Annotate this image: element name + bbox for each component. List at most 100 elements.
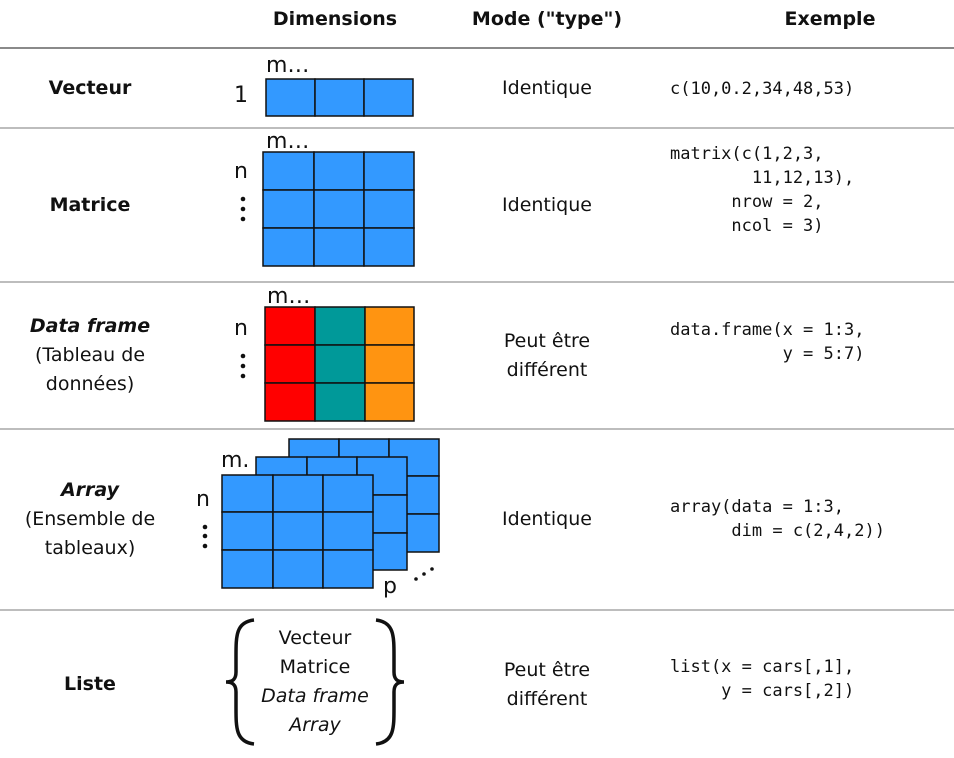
- type-subtitle: tableaux): [44, 537, 136, 559]
- row-separator-2: [0, 281, 954, 283]
- code-line: c(10,0.2,34,48,53): [670, 79, 855, 99]
- list-item: Array: [289, 714, 341, 736]
- matrix-cell: [313, 151, 365, 191]
- list-item: Vecteur: [278, 627, 352, 649]
- example-code: data.frame(x = 1:3, y = 5:7): [670, 318, 864, 366]
- cols-label: m.: [221, 448, 249, 473]
- array-cell: [221, 474, 274, 513]
- data-frame-cells: [264, 306, 415, 422]
- left-brace-icon: [225, 618, 255, 746]
- row-label: Array (Ensemble de tableaux): [0, 430, 180, 609]
- df-cell-col1: [264, 306, 316, 346]
- row-separator-3: [0, 428, 954, 430]
- code-line: dim = c(2,4,2)): [670, 521, 885, 541]
- matrix-cell: [363, 227, 415, 267]
- matrix-cell: [313, 189, 365, 229]
- vector-cells: [265, 78, 414, 117]
- array-diagram: m. n p: [196, 438, 440, 599]
- header-dimensions: Dimensions: [272, 8, 398, 30]
- mode-text: Peut être: [503, 658, 591, 681]
- code-line: y = cars[,2]): [670, 681, 855, 701]
- df-cell-col1: [264, 344, 316, 384]
- matrix-cell: [363, 189, 415, 229]
- matrix-cell: [262, 227, 315, 267]
- matrix-cell: [262, 151, 315, 191]
- matrix-cells: [262, 151, 415, 267]
- list-item: Data frame: [261, 685, 369, 707]
- rows-label: n: [234, 159, 248, 184]
- mode-cell: Identique: [462, 129, 632, 281]
- row-separator-4: [0, 609, 954, 611]
- vector-cell: [265, 78, 316, 117]
- array-cell: [221, 549, 274, 589]
- example-code: list(x = cars[,1], y = cars[,2]): [670, 655, 854, 703]
- rows-label: n: [196, 487, 210, 512]
- code-line: nrow = 2,: [670, 192, 824, 212]
- matrix-cell: [363, 151, 415, 191]
- code-line: 11,12,13),: [670, 168, 855, 188]
- df-cell-col2: [314, 344, 366, 384]
- matrix-cell: [262, 189, 315, 229]
- type-name: Matrice: [49, 193, 131, 216]
- mode-cell: Identique: [462, 430, 632, 609]
- code-line: list(x = cars[,1],: [670, 657, 855, 677]
- header-mode: Mode ("type"): [471, 8, 623, 30]
- mode-text: Identique: [502, 76, 592, 99]
- array-layer-front: [221, 474, 374, 589]
- df-cell-col2: [314, 306, 366, 346]
- vector-diagram: m… 1: [234, 53, 414, 117]
- vector-cell: [363, 78, 414, 117]
- code-line: y = 5:7): [670, 344, 865, 364]
- row-label: Matrice: [0, 129, 180, 281]
- row-separator-1: [0, 127, 954, 129]
- row-label: Vecteur: [0, 49, 180, 127]
- rows-label: n: [234, 316, 248, 341]
- row-label: Liste: [0, 611, 180, 758]
- matrix-diagram: m… n: [234, 129, 415, 267]
- mode-text-line2: différent: [506, 687, 588, 710]
- code-line: ncol = 3): [670, 216, 824, 236]
- diagonal-ellipsis-icon: [414, 567, 434, 581]
- mode-text-line2: différent: [506, 358, 588, 381]
- mode-cell: Peut être différent: [462, 283, 632, 428]
- array-cell: [322, 474, 374, 513]
- code-line: data.frame(x = 1:3,: [670, 320, 865, 340]
- vertical-ellipsis-icon: [240, 353, 246, 379]
- type-subtitle: (Tableau de: [34, 344, 146, 366]
- cols-label: m…: [266, 53, 309, 78]
- type-subtitle: (Ensemble de: [24, 508, 156, 530]
- df-cell-col1: [264, 382, 316, 422]
- depth-label: p: [383, 574, 397, 599]
- header-separator: [0, 47, 954, 49]
- right-brace-icon: [375, 618, 405, 746]
- data-frame-diagram: m… n: [234, 284, 415, 422]
- row-label: Data frame (Tableau de données): [0, 283, 180, 428]
- rows-label: 1: [234, 83, 248, 108]
- example-code: matrix(c(1,2,3, 11,12,13), nrow = 2, nco…: [670, 142, 854, 238]
- vector-cell: [314, 78, 365, 117]
- cols-label: m…: [266, 129, 309, 154]
- type-subtitle: données): [45, 373, 135, 395]
- mode-text: Identique: [502, 193, 592, 216]
- array-cell: [322, 549, 374, 589]
- array-cell: [272, 549, 324, 589]
- example-code: array(data = 1:3, dim = c(2,4,2)): [670, 495, 885, 543]
- type-name: Array: [60, 479, 120, 501]
- mode-cell: Identique: [462, 49, 632, 127]
- array-cell: [272, 474, 324, 513]
- list-contents: Vecteur Matrice Data frame Array: [250, 622, 380, 742]
- header-example: Exemple: [784, 8, 876, 30]
- mode-text: Peut être: [503, 329, 591, 352]
- code-line: array(data = 1:3,: [670, 497, 844, 517]
- vertical-ellipsis-icon: [202, 524, 208, 549]
- df-cell-col3: [364, 382, 415, 422]
- array-cell: [272, 511, 324, 551]
- vertical-ellipsis-icon: [240, 196, 246, 222]
- array-cell: [221, 511, 274, 551]
- df-cell-col2: [314, 382, 366, 422]
- mode-cell: Peut être différent: [462, 611, 632, 758]
- mode-text: Identique: [502, 508, 592, 530]
- list-item: Matrice: [279, 656, 351, 678]
- type-name: Vecteur: [48, 76, 132, 99]
- df-cell-col3: [364, 344, 415, 384]
